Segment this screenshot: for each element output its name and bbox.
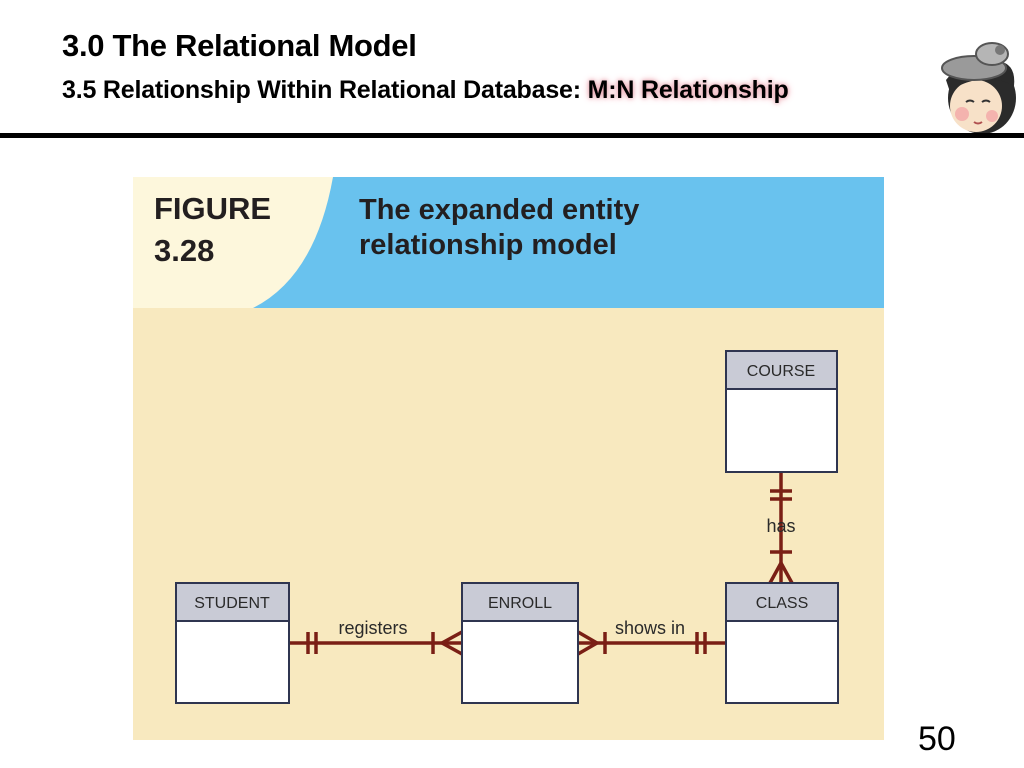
slide-subtitle: 3.5 Relationship Within Relational Datab… (62, 76, 789, 105)
relationship-lines (289, 473, 794, 656)
subtitle-prefix: 3.5 Relationship Within Relational Datab… (62, 76, 588, 104)
header-divider (0, 133, 1024, 138)
figure-caption-line2: relationship model (359, 229, 617, 261)
entity-student-label: STUDENT (194, 595, 270, 612)
entity-enroll: ENROLL (461, 582, 579, 704)
entity-class-label: CLASS (756, 595, 808, 612)
class-many-crowfoot (768, 562, 794, 584)
figure-caption-line1: The expanded entity (359, 194, 639, 226)
figure-panel: FIGURE 3.28 The expanded entity relation… (133, 177, 884, 740)
page-number: 50 (918, 720, 956, 758)
figure-label-panel (133, 177, 333, 308)
mascot-avatar-icon (941, 42, 1016, 134)
er-diagram: FIGURE 3.28 The expanded entity relation… (133, 177, 884, 704)
relationship-label-shows-in: shows in (615, 618, 685, 638)
entity-course-label: COURSE (747, 363, 815, 380)
entity-class: CLASS (725, 582, 839, 704)
entity-enroll-label: ENROLL (488, 595, 552, 612)
enroll-many-crowfoot-right (577, 630, 598, 656)
slide-title: 3.0 The Relational Model (62, 28, 417, 63)
relationship-label-has: has (766, 516, 795, 536)
subtitle-highlight: M:N Relationship (587, 76, 789, 104)
entity-course: COURSE (725, 350, 838, 473)
enroll-many-crowfoot (441, 630, 463, 656)
entity-student: STUDENT (175, 582, 290, 704)
figure-label-line1: FIGURE (154, 191, 271, 226)
figure-label-line2: 3.28 (154, 233, 214, 268)
relationship-label-registers: registers (338, 618, 407, 638)
